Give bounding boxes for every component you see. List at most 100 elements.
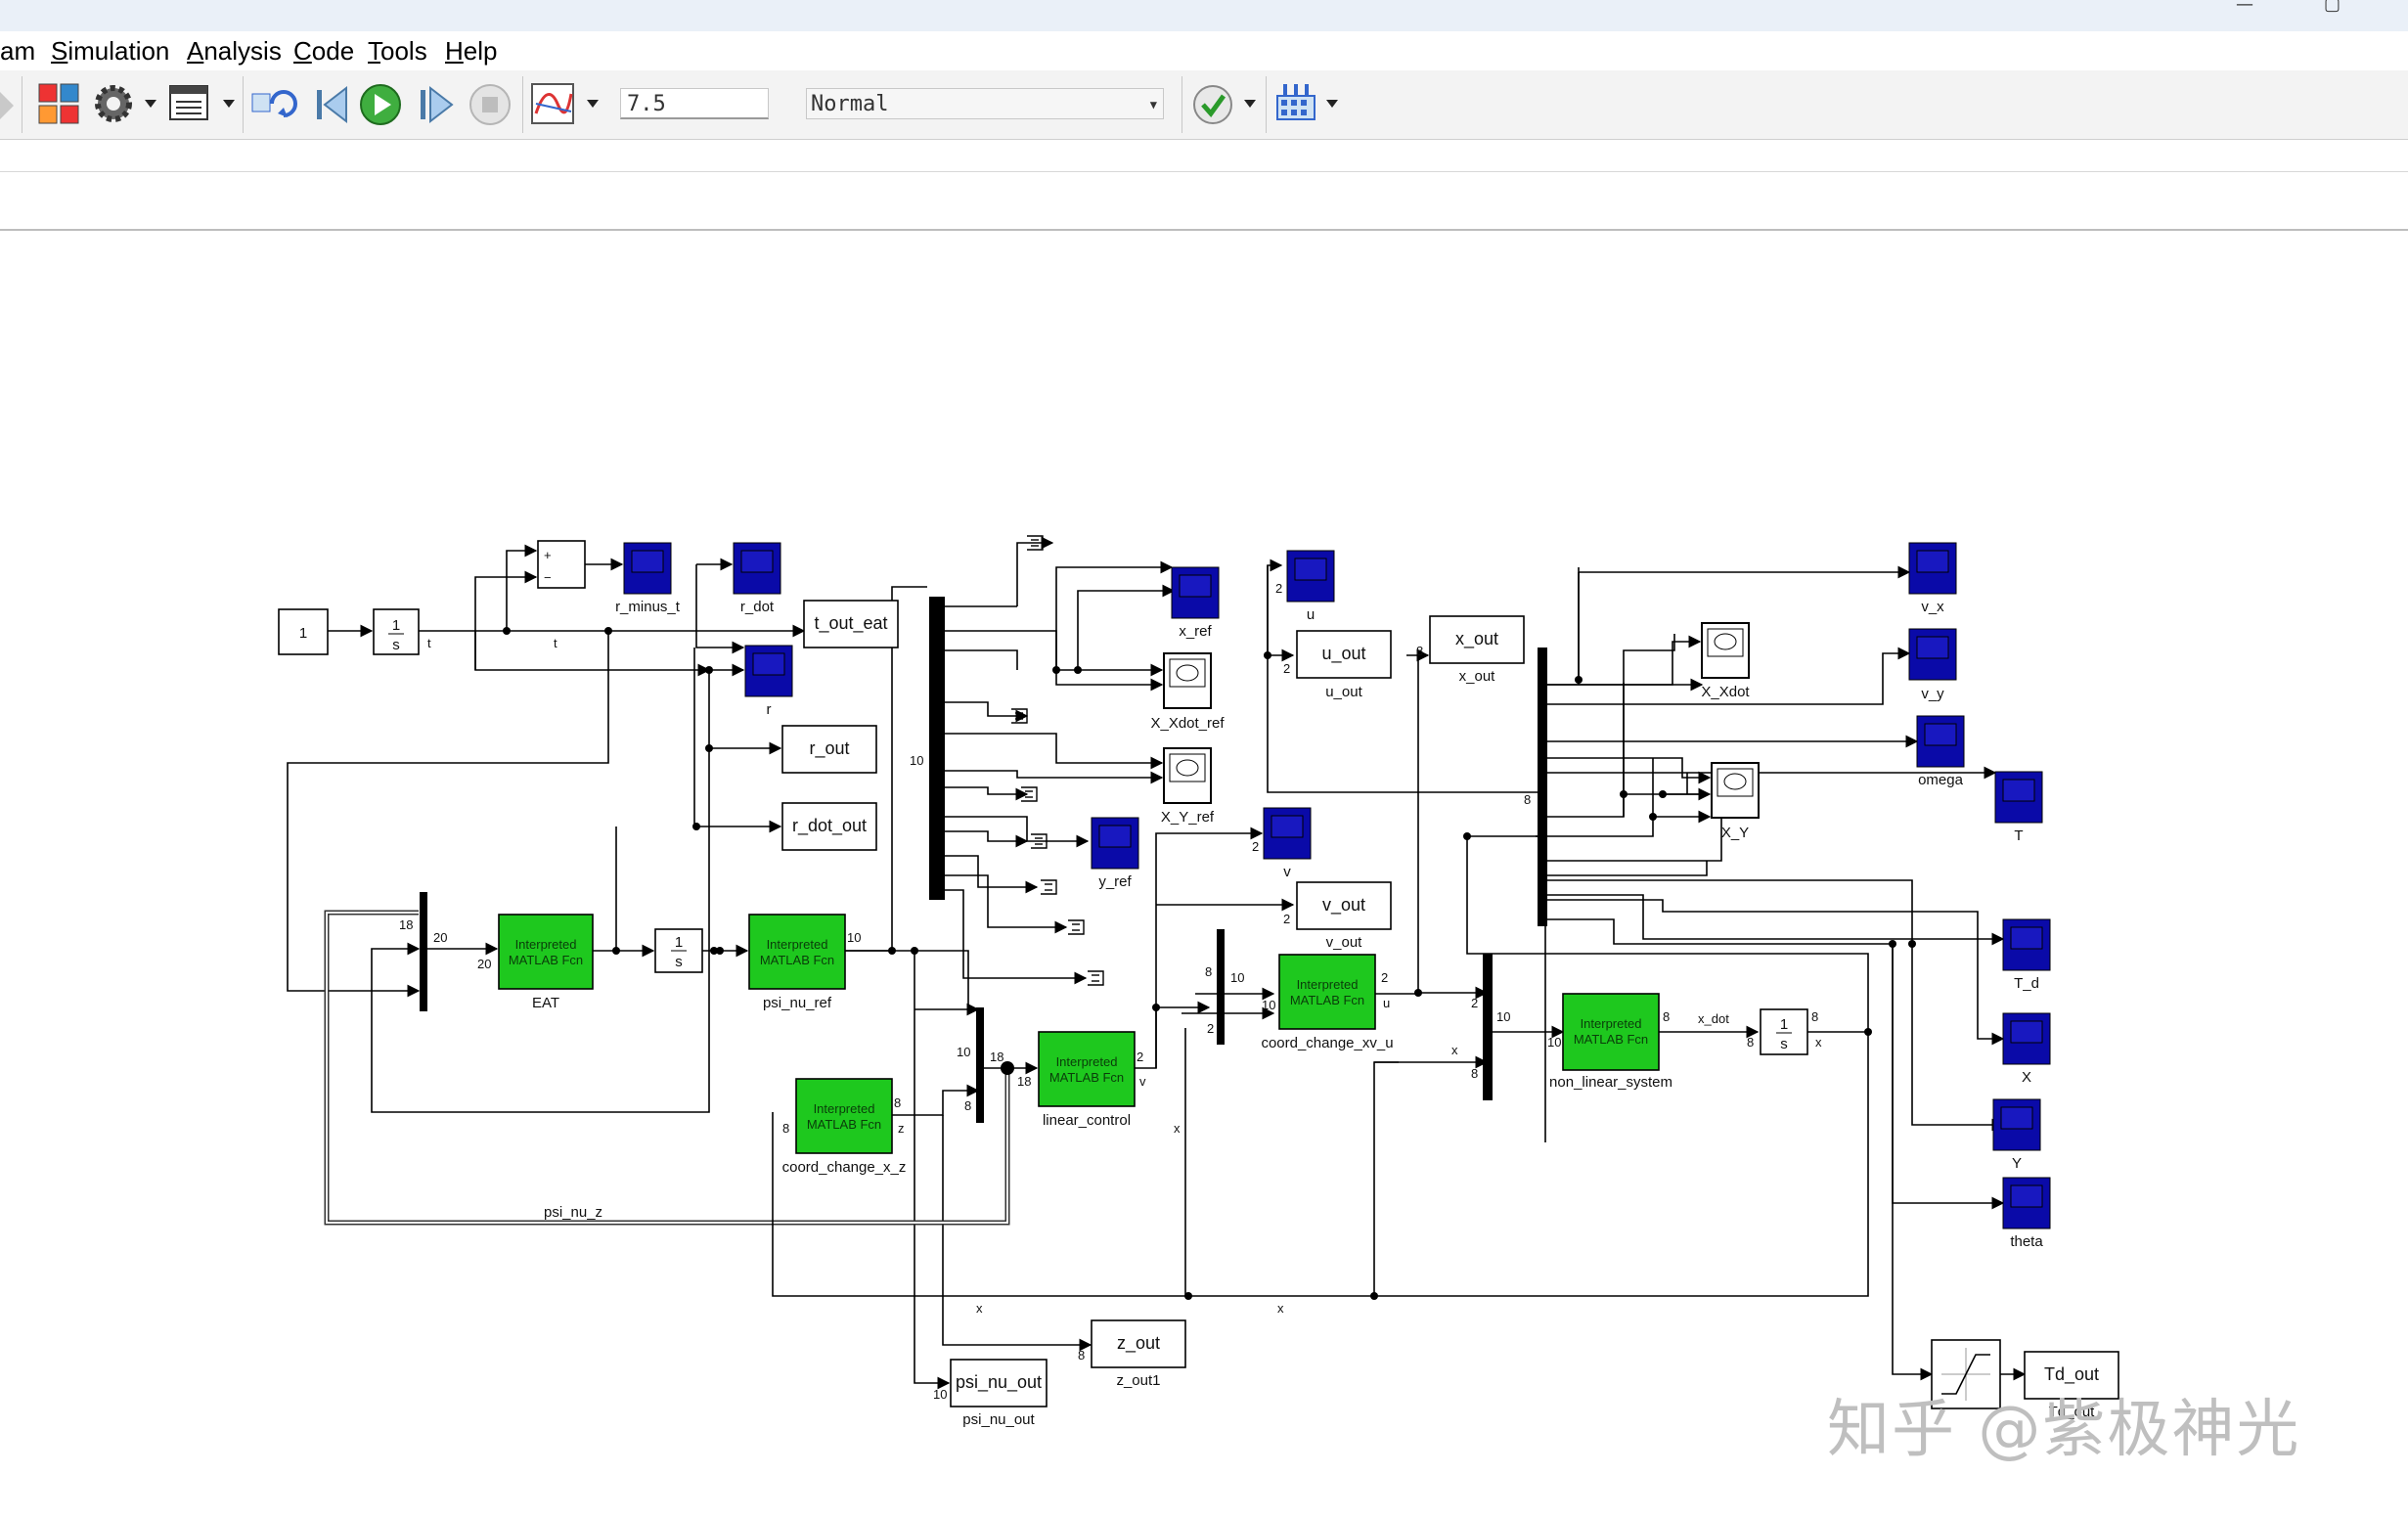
to-workspace-v-out[interactable]: v_out v_out <box>1296 881 1392 951</box>
svg-text:1: 1 <box>392 617 400 634</box>
model-canvas[interactable]: 1 1 s t t + − r_minus_t r_dot r t_out_ea… <box>0 231 2408 1519</box>
mux-block-eat[interactable] <box>420 892 427 1011</box>
svg-text:u_out: u_out <box>1325 684 1362 700</box>
mux-block-state[interactable] <box>1538 648 1547 926</box>
svg-text:Interpreted: Interpreted <box>1056 1054 1118 1069</box>
menu-item-simulation[interactable]: Simulation <box>51 36 170 66</box>
mux-block-non-linear-system[interactable] <box>1483 954 1493 1100</box>
chevron-down-icon[interactable] <box>585 98 601 110</box>
sum-block[interactable]: + − <box>537 540 586 589</box>
xy-graph-x-y-ref[interactable]: X_Y_ref <box>1161 747 1215 826</box>
run-icon[interactable] <box>358 82 403 127</box>
svg-text:t_out_eat: t_out_eat <box>814 613 887 634</box>
stop-icon[interactable] <box>468 82 513 127</box>
to-workspace-r-dot-out[interactable]: r_dot_out <box>781 802 877 851</box>
scope-block-y-ref[interactable]: y_ref <box>1091 817 1139 890</box>
maximize-button[interactable]: ▢ <box>2324 0 2341 15</box>
data-inspector-icon[interactable] <box>530 82 577 127</box>
gear-icon[interactable] <box>92 82 137 127</box>
chevron-down-icon[interactable] <box>1324 98 1340 110</box>
fcn-block-coord-change-xv-u[interactable]: Interpreted MATLAB Fcn coord_change_xv_u <box>1261 954 1394 1051</box>
menu-item-diagram[interactable]: am <box>0 36 36 66</box>
scope-block-x-ref[interactable]: x_ref <box>1171 566 1220 640</box>
mux-block-coord-change-xv-u[interactable] <box>1217 929 1225 1045</box>
svg-text:non_linear_system: non_linear_system <box>1549 1074 1672 1091</box>
chevron-down-icon[interactable] <box>221 98 237 110</box>
xy-graph-x-xdot-ref[interactable]: X_Xdot_ref <box>1150 652 1225 732</box>
model-advisor-check-icon[interactable] <box>1191 82 1236 127</box>
scope-block-v-x[interactable]: v_x <box>1908 542 1957 615</box>
svg-text:18: 18 <box>1017 1074 1031 1089</box>
svg-text:coord_change_xv_u: coord_change_xv_u <box>1261 1035 1393 1051</box>
svg-text:2: 2 <box>1207 1021 1214 1036</box>
scope-block-u[interactable]: u <box>1286 550 1335 623</box>
minimize-button[interactable]: — <box>2236 0 2253 15</box>
svg-text:Interpreted: Interpreted <box>515 937 577 952</box>
svg-text:1: 1 <box>299 625 307 642</box>
svg-text:v_y: v_y <box>1921 686 1944 702</box>
svg-text:+: + <box>544 548 552 562</box>
svg-text:8: 8 <box>1747 1035 1754 1050</box>
library-browser-icon[interactable] <box>37 82 82 127</box>
scope-block-r-dot[interactable]: r_dot <box>733 542 781 615</box>
to-workspace-psi-nu-out[interactable]: psi_nu_out psi_nu_out <box>950 1359 1048 1428</box>
scope-block-v[interactable]: v <box>1263 807 1312 880</box>
integrator-block-2[interactable]: 1 s <box>654 928 703 973</box>
fcn-block-eat[interactable]: Interpreted MATLAB Fcn EAT <box>498 914 594 1011</box>
svg-text:X: X <box>2022 1069 2031 1086</box>
scope-block-T-d[interactable]: T_d <box>2002 918 2051 992</box>
svg-text:8: 8 <box>1663 1009 1670 1024</box>
stop-time-input[interactable]: 7.5 <box>620 88 769 119</box>
svg-text:20: 20 <box>477 957 491 971</box>
up-arrow-icon[interactable] <box>0 84 16 123</box>
constant-block[interactable]: 1 <box>278 608 329 655</box>
step-forward-icon[interactable] <box>415 84 458 125</box>
menu-item-analysis[interactable]: Analysis <box>187 36 282 66</box>
to-workspace-x-out[interactable]: x_out x_out <box>1429 615 1525 685</box>
fcn-block-coord-change-x-z[interactable]: Interpreted MATLAB Fcn coord_change_x_z <box>782 1078 907 1176</box>
to-workspace-u-out[interactable]: u_out u_out <box>1296 630 1392 700</box>
mux-block-reference[interactable] <box>929 597 945 900</box>
svg-text:x: x <box>1174 1121 1181 1136</box>
scope-block-T[interactable]: T <box>1994 771 2043 844</box>
step-back-icon[interactable] <box>311 84 354 125</box>
xy-graph-x-y[interactable]: X_Y <box>1711 762 1760 841</box>
svg-text:psi_nu_ref: psi_nu_ref <box>763 995 832 1011</box>
scope-block-theta[interactable]: theta <box>2002 1177 2051 1250</box>
model-explorer-icon[interactable] <box>168 84 211 123</box>
chevron-down-icon[interactable] <box>1242 98 1258 110</box>
svg-text:X_Xdot: X_Xdot <box>1701 684 1750 700</box>
scope-block-omega[interactable]: omega <box>1916 715 1965 788</box>
saturation-block[interactable] <box>1931 1339 2001 1409</box>
mux-block-linear-control[interactable] <box>976 1007 984 1123</box>
xy-graph-x-xdot[interactable]: X_Xdot <box>1701 622 1750 700</box>
scope-block-Y[interactable]: Y <box>1992 1098 2041 1172</box>
scope-block-v-y[interactable]: v_y <box>1908 628 1957 702</box>
menu-item-help[interactable]: Help <box>445 36 498 66</box>
menu-item-tools[interactable]: Tools <box>368 36 427 66</box>
fcn-block-linear-control[interactable]: Interpreted MATLAB Fcn linear_control <box>1038 1031 1136 1129</box>
simulink-diagram[interactable]: 1 1 s t t + − r_minus_t r_dot r t_out_ea… <box>0 231 2408 1519</box>
to-workspace-r-out[interactable]: r_out <box>781 725 877 774</box>
svg-text:coord_change_x_z: coord_change_x_z <box>782 1159 907 1176</box>
build-icon[interactable] <box>1273 80 1318 125</box>
integrator-block-3[interactable]: 1 s <box>1760 1008 1808 1055</box>
scope-block-r-minus-t[interactable]: r_minus_t <box>615 542 681 615</box>
fcn-block-psi-nu-ref[interactable]: Interpreted MATLAB Fcn psi_nu_ref <box>748 914 846 1011</box>
scope-block-r[interactable]: r <box>744 645 793 718</box>
update-diagram-icon[interactable] <box>250 84 299 123</box>
svg-text:2: 2 <box>1283 912 1290 926</box>
to-workspace-td-out[interactable]: Td_out Td_out <box>2024 1351 2119 1420</box>
simulation-mode-select[interactable]: Normal▼ <box>806 88 1164 119</box>
svg-text:t: t <box>554 636 557 650</box>
chevron-down-icon[interactable] <box>143 98 158 110</box>
scope-block-X[interactable]: X <box>2002 1012 2051 1086</box>
to-workspace-t-out-eat[interactable]: t_out_eat <box>803 600 899 648</box>
to-workspace-z-out[interactable]: z_out z_out1 <box>1091 1319 1186 1389</box>
menu-item-code[interactable]: Code <box>293 36 355 66</box>
svg-text:MATLAB Fcn: MATLAB Fcn <box>509 953 583 967</box>
svg-text:Td_out: Td_out <box>2044 1364 2099 1385</box>
terminator-blocks <box>1011 535 1104 986</box>
fcn-block-non-linear-system[interactable]: Interpreted MATLAB Fcn non_linear_system <box>1549 993 1672 1091</box>
integrator-block-1[interactable]: 1 s <box>373 608 420 655</box>
